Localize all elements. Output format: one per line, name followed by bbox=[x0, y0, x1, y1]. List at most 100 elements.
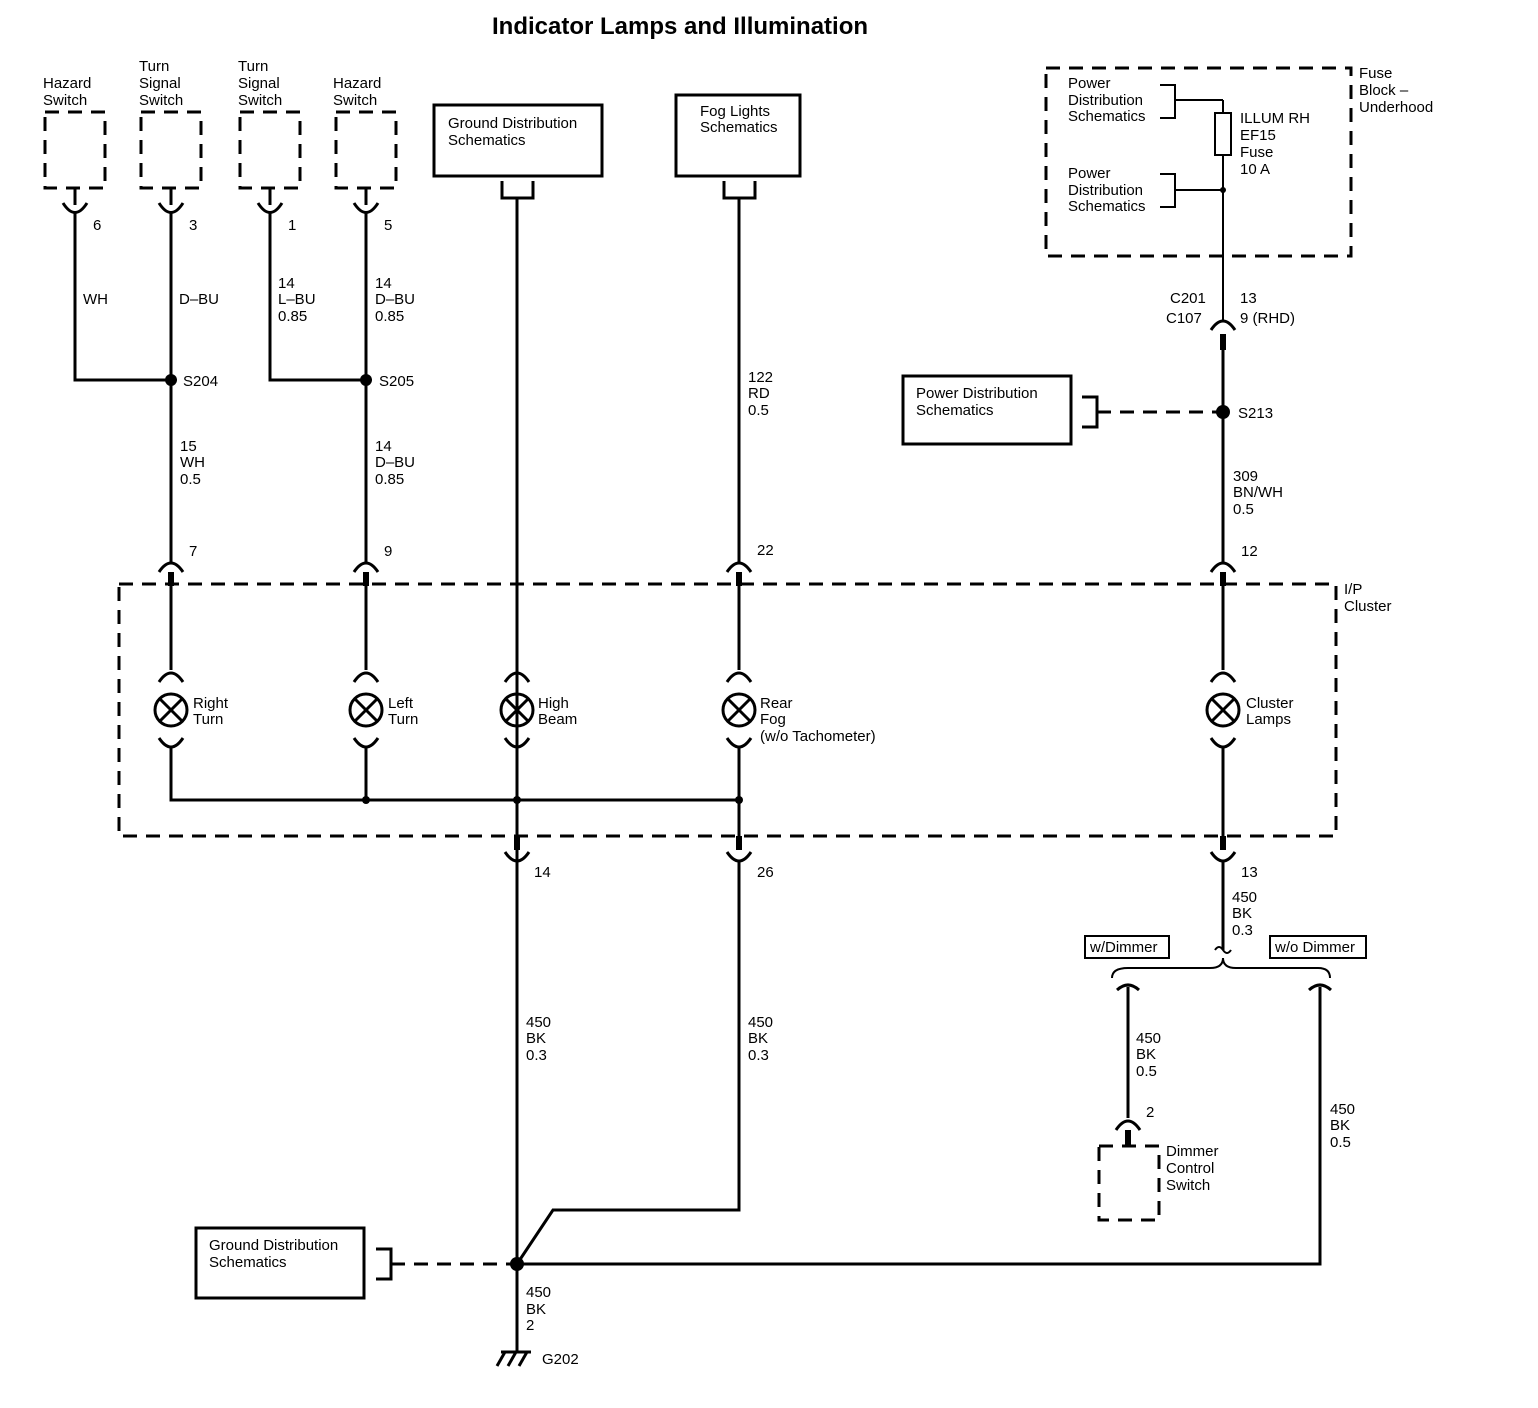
svg-text:Distribution: Distribution bbox=[1068, 92, 1143, 109]
svg-text:Lamps: Lamps bbox=[1246, 711, 1291, 728]
fuse-block-underhood: Fuse Block – Underhood Power Distributio… bbox=[1044, 65, 1433, 320]
pin-2: 2 bbox=[1146, 1104, 1154, 1121]
svg-text:Schematics: Schematics bbox=[1068, 198, 1146, 215]
svg-text:0.85: 0.85 bbox=[375, 471, 404, 488]
svg-text:Left: Left bbox=[388, 695, 414, 712]
svg-text:Beam: Beam bbox=[538, 711, 577, 728]
svg-text:(w/o Tachometer): (w/o Tachometer) bbox=[760, 728, 876, 745]
svg-text:BK: BK bbox=[526, 1030, 546, 1047]
svg-text:Right: Right bbox=[193, 695, 229, 712]
wire-label-bk-14: 450 BK 0.3 bbox=[526, 1014, 551, 1064]
wire-label-bk-13: 450 BK 0.3 bbox=[1232, 889, 1257, 939]
hazard-switch-right-label: Switch bbox=[333, 92, 377, 109]
turn-signal-switch-right: Turn Signal Switch bbox=[238, 58, 302, 190]
svg-text:Cluster: Cluster bbox=[1246, 695, 1294, 712]
pin-22: 22 bbox=[757, 542, 774, 559]
svg-text:14: 14 bbox=[375, 438, 392, 455]
ground-wiring bbox=[510, 862, 1333, 1352]
svg-text:Switch: Switch bbox=[1166, 1177, 1210, 1194]
hazard-switch-left-label: Hazard bbox=[43, 75, 91, 92]
wire-label-dbu: D–BU bbox=[179, 291, 219, 308]
splice-s204: S204 bbox=[183, 373, 218, 390]
fuse-illum-rh: ILLUM RH bbox=[1240, 110, 1310, 127]
svg-text:BK: BK bbox=[748, 1030, 768, 1047]
svg-text:D–BU: D–BU bbox=[375, 454, 415, 471]
option-w-dimmer: w/Dimmer bbox=[1084, 935, 1170, 959]
wire-label-bk-wo: 450 BK 0.5 bbox=[1330, 1101, 1355, 1151]
svg-text:WH: WH bbox=[180, 454, 205, 471]
diagram-title: Indicator Lamps and Illumination bbox=[492, 13, 868, 40]
splice-s205: S205 bbox=[379, 373, 414, 390]
svg-text:450: 450 bbox=[1232, 889, 1257, 906]
hazard-switch-right: Hazard Switch bbox=[333, 75, 398, 190]
svg-text:Underhood: Underhood bbox=[1359, 99, 1433, 116]
svg-text:EF15: EF15 bbox=[1240, 127, 1276, 144]
wire-label-rd: 122 RD 0.5 bbox=[748, 369, 773, 419]
svg-text:14: 14 bbox=[278, 275, 295, 292]
turn-signal-switch-left-label: Switch bbox=[139, 92, 183, 109]
wire-label-lbu: 14 L–BU 0.85 bbox=[278, 275, 316, 325]
turn-signal-switch-left-label: Turn bbox=[139, 58, 169, 75]
svg-text:BN/WH: BN/WH bbox=[1233, 484, 1283, 501]
turn-signal-switch-right-label: Switch bbox=[238, 92, 282, 109]
turn-signal-switch-right-label: Signal bbox=[238, 75, 280, 92]
hazard-switch-right-label: Hazard bbox=[333, 75, 381, 92]
lamp-right-turn: Right Turn bbox=[153, 671, 229, 749]
wire-label-dbu-lower: 14 D–BU 0.85 bbox=[375, 438, 415, 488]
svg-text:C107: C107 bbox=[1166, 310, 1202, 327]
svg-text:Fog Lights: Fog Lights bbox=[700, 103, 770, 120]
svg-text:Rear: Rear bbox=[760, 695, 793, 712]
svg-text:Turn: Turn bbox=[388, 711, 418, 728]
ground-icon bbox=[495, 1350, 531, 1367]
pin-14: 14 bbox=[534, 864, 551, 881]
switch-connector-pins bbox=[61, 188, 380, 214]
pin-13: 13 bbox=[1241, 864, 1258, 881]
svg-text:0.3: 0.3 bbox=[1232, 922, 1253, 939]
svg-text:Block –: Block – bbox=[1359, 82, 1409, 99]
ground-distribution-box-top: Ground Distribution Schematics bbox=[432, 103, 604, 1264]
svg-text:BK: BK bbox=[1232, 905, 1252, 922]
svg-text:Schematics: Schematics bbox=[1068, 108, 1146, 125]
wire-label-dbu-s205: 14 D–BU 0.85 bbox=[375, 275, 415, 325]
svg-text:w/Dimmer: w/Dimmer bbox=[1089, 939, 1158, 956]
power-distribution-box-mid: Power Distribution Schematics bbox=[901, 374, 1230, 446]
svg-text:14: 14 bbox=[375, 275, 392, 292]
turn-signal-switch-right-label: Turn bbox=[238, 58, 268, 75]
cluster-internal-wiring bbox=[169, 586, 1225, 848]
svg-text:122: 122 bbox=[748, 369, 773, 386]
svg-text:13: 13 bbox=[1240, 290, 1257, 307]
svg-text:Schematics: Schematics bbox=[916, 402, 994, 419]
svg-text:Control: Control bbox=[1166, 1160, 1214, 1177]
svg-text:BK: BK bbox=[1330, 1117, 1350, 1134]
wire-label-wh: WH bbox=[83, 291, 108, 308]
svg-text:Cluster: Cluster bbox=[1344, 598, 1392, 615]
dimmer-control-switch: Dimmer Control Switch bbox=[1097, 1119, 1219, 1222]
svg-text:0.5: 0.5 bbox=[1136, 1063, 1157, 1080]
wire-label-bk-ground: 450 BK 2 bbox=[526, 1284, 551, 1334]
svg-text:BK: BK bbox=[1136, 1046, 1156, 1063]
svg-text:Fog: Fog bbox=[760, 711, 786, 728]
lamp-cluster: Cluster Lamps bbox=[1205, 671, 1294, 749]
svg-text:0.85: 0.85 bbox=[375, 308, 404, 325]
svg-text:Power Distribution: Power Distribution bbox=[916, 385, 1038, 402]
cluster-output-pins bbox=[503, 836, 1237, 863]
svg-text:Power: Power bbox=[1068, 165, 1111, 182]
svg-text:Ground Distribution: Ground Distribution bbox=[448, 115, 577, 132]
option-wo-dimmer: w/o Dimmer bbox=[1269, 935, 1367, 959]
svg-text:Ground Distribution: Ground Distribution bbox=[209, 1237, 338, 1254]
svg-text:Distribution: Distribution bbox=[1068, 182, 1143, 199]
svg-text:Power: Power bbox=[1068, 75, 1111, 92]
fog-lights-box: Fog Lights Schematics bbox=[674, 93, 802, 563]
svg-text:0.85: 0.85 bbox=[278, 308, 307, 325]
wire-label-wh-lower: 15 WH 0.5 bbox=[180, 438, 205, 488]
pin-3: 3 bbox=[189, 217, 197, 234]
svg-text:D–BU: D–BU bbox=[375, 291, 415, 308]
pin-12: 12 bbox=[1241, 543, 1258, 560]
ground-g202: G202 bbox=[542, 1351, 579, 1368]
svg-text:15: 15 bbox=[180, 438, 197, 455]
svg-text:I/P: I/P bbox=[1344, 581, 1362, 598]
svg-text:RD: RD bbox=[748, 385, 770, 402]
pin-1: 1 bbox=[288, 217, 296, 234]
